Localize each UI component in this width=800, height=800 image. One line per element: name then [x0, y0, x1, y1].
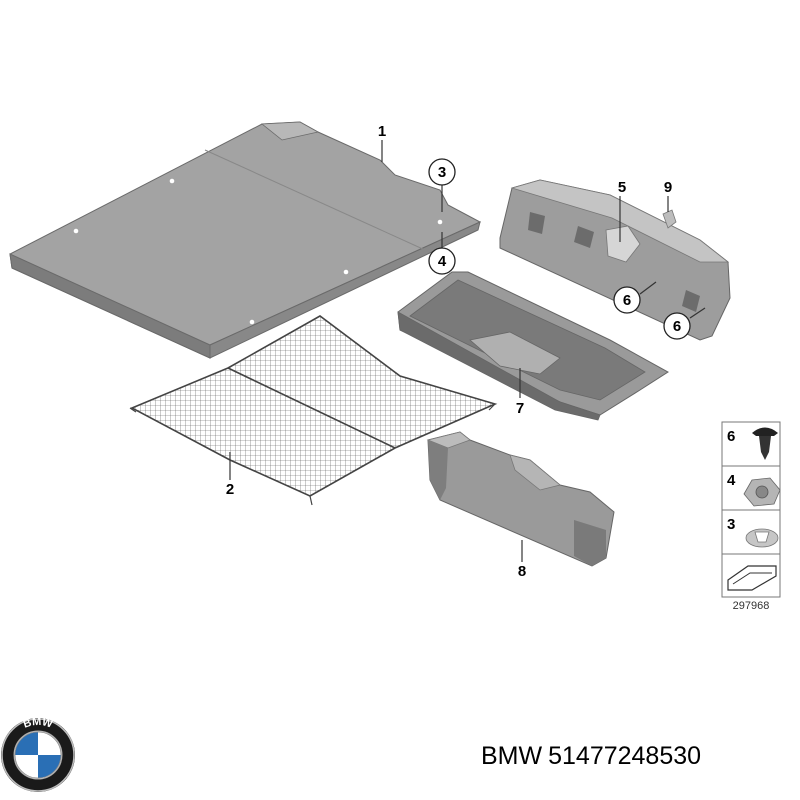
callout-4: 4	[428, 247, 456, 275]
svg-text:8: 8	[518, 563, 526, 580]
bmw-logo: BMW	[1, 716, 75, 792]
nut-clip-icon	[743, 477, 781, 507]
callout-6b: 6	[663, 312, 691, 340]
svg-text:4: 4	[727, 472, 736, 489]
callout-3: 3	[428, 158, 456, 186]
svg-text:6: 6	[623, 292, 631, 309]
brand-name: BMW	[481, 742, 543, 770]
svg-text:1: 1	[378, 123, 386, 140]
svg-text:6: 6	[727, 428, 735, 445]
direction-arrow-icon	[727, 565, 777, 591]
callout-6a: 6	[613, 286, 641, 314]
clip-9-part	[662, 209, 677, 229]
bmw-logo-lettering: BMW	[22, 716, 55, 731]
leader-lines	[229, 140, 706, 562]
callout-5: 5	[618, 179, 626, 196]
storage-tray-part	[397, 271, 669, 421]
svg-text:3: 3	[438, 164, 446, 181]
callout-2: 2	[226, 481, 234, 498]
svg-text:3: 3	[727, 516, 735, 533]
svg-text:4: 4	[438, 253, 447, 270]
luggage-net-part	[129, 315, 498, 506]
callout-7: 7	[516, 400, 524, 417]
svg-text:2: 2	[226, 481, 234, 498]
callout-9: 9	[664, 179, 672, 196]
legend-item-4: 4	[727, 472, 781, 507]
svg-text:7: 7	[516, 400, 524, 417]
reference-code: 297968	[733, 600, 770, 612]
part-number: 51477248530	[548, 742, 702, 770]
speed-nut-icon	[745, 528, 779, 548]
svg-text:9: 9	[664, 179, 672, 196]
fastener-legend: 6 4 3 297968	[721, 421, 781, 612]
legend-item-6: 6	[727, 427, 778, 460]
callout-8: 8	[518, 563, 526, 580]
push-clip-icon	[752, 427, 778, 460]
floor-panel-part	[9, 121, 482, 359]
callout-1: 1	[378, 123, 386, 140]
svg-text:6: 6	[673, 318, 681, 335]
svg-text:5: 5	[618, 179, 626, 196]
legend-item-3: 3	[727, 516, 779, 548]
side-insert-part	[426, 431, 615, 567]
